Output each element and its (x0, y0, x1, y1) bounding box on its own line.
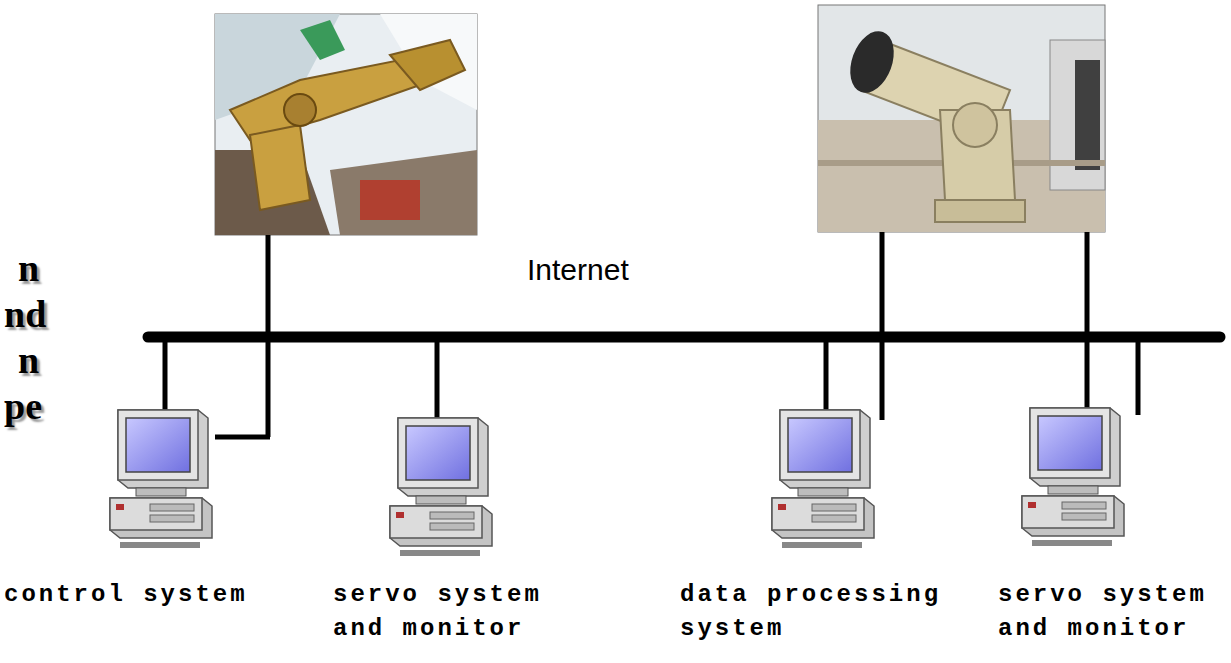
computer-icon (772, 410, 874, 548)
internet-bus (148, 332, 1220, 343)
computer-icon (390, 418, 492, 556)
computer-label: data processing system (680, 578, 970, 646)
computer-node: control system (4, 578, 266, 612)
caption-fragment: n (18, 246, 39, 290)
caption-fragment: pe (4, 384, 42, 428)
robot-photo (215, 14, 477, 235)
computer-node: data processing system (680, 578, 970, 646)
computer-icon (1022, 408, 1124, 546)
caption-fragment: n (18, 338, 39, 382)
telescope-photo (818, 5, 1105, 232)
computer-node: servo system and monitor (333, 578, 568, 646)
computer-icon (110, 410, 212, 548)
computer-label: control system (4, 578, 266, 612)
computer-label: servo system and monitor (333, 578, 568, 646)
network-label: Internet (527, 252, 629, 288)
caption-fragment: nd (4, 292, 46, 336)
computer-node: servo system and monitor (998, 578, 1224, 646)
computer-label: servo system and monitor (998, 578, 1224, 646)
